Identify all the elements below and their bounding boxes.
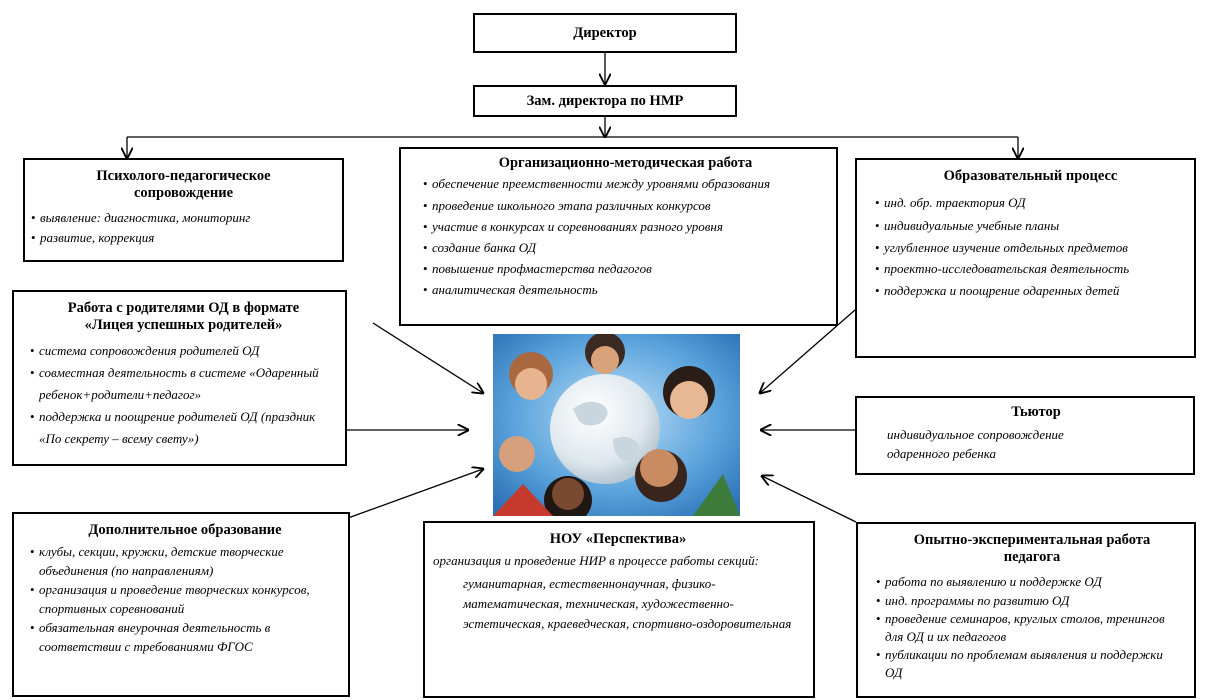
arrow-parents-center xyxy=(372,322,483,393)
exp-item: инд. программы по развитию ОД xyxy=(876,591,1176,610)
exp-title-line-1: Опытно-экспериментальная работа xyxy=(913,532,1151,548)
deputy-box: Зам. директора по НМР xyxy=(473,85,737,117)
psych-title-line-2: сопровождение xyxy=(133,185,234,201)
org-item: создание банка ОД xyxy=(423,237,828,258)
extra-item: организация и проведение творческих конк… xyxy=(30,580,330,618)
org-item: проведение школьного этапа различных кон… xyxy=(423,195,828,216)
parents-title-line-1: Работа с родителями ОД в формате xyxy=(67,300,300,316)
org-item: участие в конкурсах и соревнованиях разн… xyxy=(423,216,828,237)
org-title: Организационно-методическая работа xyxy=(498,155,753,171)
parents-item: система сопровождения родителей ОД xyxy=(30,340,337,362)
parents-item: совместная деятельность в системе «Одаре… xyxy=(30,362,337,406)
org-item: повышение профмастерства педагогов xyxy=(423,258,828,279)
children-globe-photo xyxy=(493,334,740,516)
director-label: Директор xyxy=(573,25,637,41)
org-list: обеспечение преемственности между уровня… xyxy=(423,175,828,300)
parents-title: Работа с родителями ОД в формате «Лицея … xyxy=(30,300,337,334)
extra-item: обязательная внеурочная деятельность в с… xyxy=(30,618,330,656)
psych-title: Психолого-педагогическое сопровождение xyxy=(31,168,336,202)
edu-item: проектно-исследовательская деятельность xyxy=(875,258,1145,279)
extra-item: клубы, секции, кружки, детские творчески… xyxy=(30,542,299,580)
nou-box: НОУ «Перспектива» организация и проведен… xyxy=(423,521,815,698)
arrow-extra-center xyxy=(347,469,483,519)
psych-title-line-1: Психолого-педагогическое xyxy=(96,168,271,184)
nou-sections: гуманитарная, естественнонаучная, физико… xyxy=(463,576,792,631)
parents-list: система сопровождения родителей ОД совме… xyxy=(30,340,337,450)
edu-item: поддержка и поощрение одаренных детей xyxy=(875,279,1194,302)
edu-title: Образовательный процесс xyxy=(943,168,1118,184)
psych-item: выявление: диагностика, мониторинг xyxy=(31,208,336,228)
psych-item: развитие, коррекция xyxy=(31,228,336,248)
exp-item: работа по выявлению и поддержке ОД xyxy=(876,572,1176,591)
parents-box: Работа с родителями ОД в формате «Лицея … xyxy=(12,290,347,466)
psych-list: выявление: диагностика, мониторинг разви… xyxy=(31,208,336,248)
org-box: Организационно-методическая работа обесп… xyxy=(399,147,838,326)
deputy-label: Зам. директора по НМР xyxy=(526,93,684,109)
arrow-edu-center xyxy=(760,309,856,393)
edu-item: инд. обр. траектория ОД xyxy=(875,191,1145,214)
extra-list: клубы, секции, кружки, детские творчески… xyxy=(30,542,330,656)
nou-intro: организация и проведение НИР в процессе … xyxy=(433,553,759,568)
org-item: обеспечение преемственности между уровня… xyxy=(423,175,828,193)
parents-title-line-2: «Лицея успешных родителей» xyxy=(84,317,283,333)
exp-box: Опытно-экспериментальная работа педагога… xyxy=(856,522,1196,698)
arrow-exp-center xyxy=(762,476,857,523)
exp-list: работа по выявлению и поддержке ОД инд. … xyxy=(876,572,1176,682)
director-box: Директор xyxy=(473,13,737,53)
org-item: аналитическая деятельность xyxy=(423,279,828,300)
extra-box: Дополнительное образование клубы, секции… xyxy=(12,512,350,697)
tutor-text: индивидуальное сопровождение одаренного … xyxy=(887,427,1064,461)
nou-title: НОУ «Перспектива» xyxy=(549,531,687,547)
edu-box: Образовательный процесс инд. обр. траект… xyxy=(855,158,1196,358)
edu-list: инд. обр. траектория ОД индивидуальные у… xyxy=(875,191,1145,302)
photo-illustration xyxy=(493,334,740,516)
tutor-title: Тьютор xyxy=(1011,404,1061,420)
psych-box: Психолого-педагогическое сопровождение в… xyxy=(23,158,344,262)
extra-title: Дополнительное образование xyxy=(88,522,282,538)
exp-title-line-2: педагога xyxy=(1003,549,1061,565)
parents-item: поддержка и поощрение родителей ОД (праз… xyxy=(30,406,337,450)
exp-item: проведение семинаров, круглых столов, тр… xyxy=(876,610,1176,646)
exp-item: публикации по проблемам выявления и подд… xyxy=(876,646,1176,682)
edu-item: углубленное изучение отдельных предметов xyxy=(875,237,1145,258)
edu-item: индивидуальные учебные планы xyxy=(875,214,1145,237)
exp-title: Опытно-экспериментальная работа педагога xyxy=(876,532,1188,566)
tutor-box: Тьютор индивидуальное сопровождение одар… xyxy=(855,396,1195,475)
